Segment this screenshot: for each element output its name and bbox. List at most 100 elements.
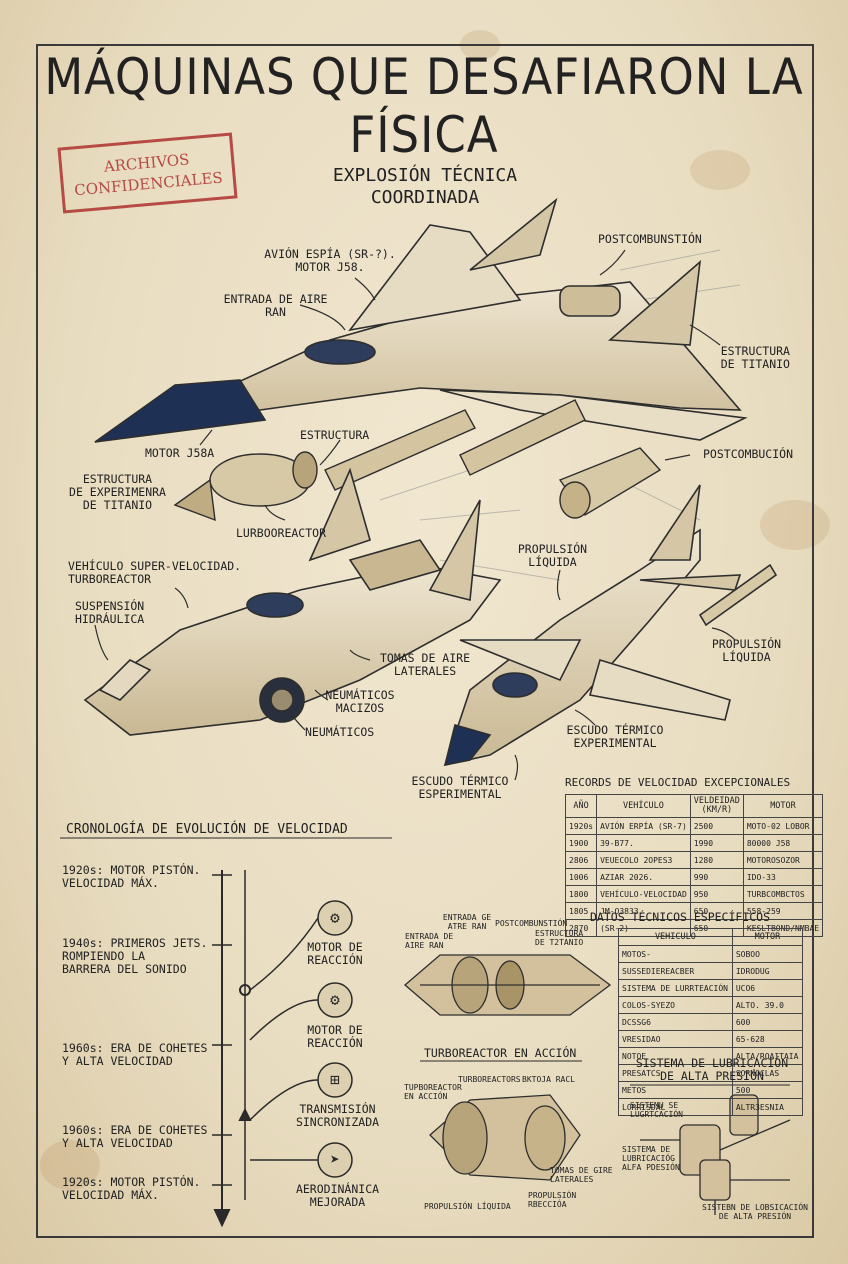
turbo-label: TUPBOREACTOR EN ACCIÓN <box>404 1083 462 1101</box>
records-cell: MOTO-02 LOBOR <box>742 817 824 835</box>
timeline-icon-label: MOTOR DE REACCIÓN <box>307 940 363 967</box>
label-postcombucion: POSTCOMBUCIÓN <box>703 447 794 461</box>
records-cell: 1800 <box>564 885 598 903</box>
engine-label: POSTCOMBUNSTIÓN <box>495 919 568 928</box>
records-cell: AZIAR 2026. <box>596 868 691 886</box>
engine-label: ESTRUCTURA DE T2TANIO <box>535 929 584 947</box>
turbo-title: TURBOREACTOR EN ACCIÓN <box>424 1046 577 1060</box>
stain <box>690 150 750 190</box>
records-cell: 1006 <box>564 868 598 886</box>
records-cell: 1900 <box>564 834 598 852</box>
records-cell: 2806 <box>564 851 598 869</box>
poster-frame <box>36 44 814 1238</box>
records-cell: 1920s <box>564 817 598 835</box>
super-velocity-car-illustration <box>83 467 502 736</box>
records-header-cell: AÑO <box>564 794 598 818</box>
lube-label: SISTEMA DE LUBRICACIÓG ALFA PDESIÓN <box>622 1145 680 1172</box>
timeline-entry: 1920s: MOTOR PISTÓN. VELOCIDAD MÁX. <box>62 863 201 890</box>
records-cell: IDO-33 <box>742 868 824 886</box>
records-table: AÑO VEHÍCULO VELDEIDAD (KM/R) MOTOR 1920… <box>564 794 824 937</box>
rocket-plane-illustration <box>443 484 778 767</box>
records-cell: VEHÍCULO-VELOCIDAD <box>596 885 691 903</box>
tech-table: VEHICULO MOTOR MOTOS-SOBOO SUSSEDIEREACB… <box>618 928 804 1116</box>
tech-cell: ALTO. 39.0 <box>731 996 804 1014</box>
tech-cell: 500 <box>731 1081 804 1099</box>
lubrication-diagram <box>640 1094 791 1215</box>
lube-title: SISTEMA DE LUBRICACIÓN DE ALTA PRESIÓN <box>635 1056 789 1083</box>
records-cell: 2870 <box>564 919 598 937</box>
engine-label: ENTRADA GE ATRE RAN <box>442 913 492 931</box>
tech-cell: METOS <box>618 1081 733 1099</box>
tech-cell: SOBOO <box>731 945 804 963</box>
records-title: RECORDS DE VELOCIDAD EXCEPCIONALES <box>565 776 791 789</box>
label-neumaticos-macizos: NEUMÁTICOS MACIZOS <box>325 688 395 715</box>
tech-header-row: VEHICULO MOTOR <box>618 928 804 946</box>
tech-cell: ALTR3ESNIA <box>731 1098 804 1116</box>
tech-cell: 65-628 <box>731 1030 804 1048</box>
label-escudo-termico: ESCUDO TÉRMICO EXPERIMENTAL <box>566 723 664 750</box>
header-line1: EXPLOSIÓN TÉCNICA <box>332 165 518 186</box>
tech-cell: VRESIDAO <box>618 1030 733 1048</box>
timeline-entry: 1920s: MOTOR PISTÓN. VELOCIDAD MÁX. <box>62 1175 201 1202</box>
lube-label: SISTEMU SE LUGRTCACIÓN <box>630 1101 683 1119</box>
transmission-icon: ⊞ <box>330 1070 340 1089</box>
records-cell: 1990 <box>689 834 744 852</box>
label-neumaticos: NEUMÁTICOS <box>305 725 375 739</box>
label-estructura-titanio: ESTRUCTURA DE TITANIO <box>720 344 790 371</box>
turbojet-engine-illustration <box>173 451 318 522</box>
label-avion-espia: AVIÓN ESPÍA (SR-?). MOTOR J58. <box>264 247 396 274</box>
records-cell: 1280 <box>689 851 744 869</box>
section-header: EXPLOSIÓN TÉCNICA COORDINADA <box>290 165 560 209</box>
spy-plane-illustration <box>94 197 748 443</box>
timeline-icon-label: AERODINÁNICA MEJORADA <box>295 1182 380 1209</box>
label-suspension: SUSPENSIÓN HIDRÁULICA <box>75 599 145 626</box>
tech-cell: IDRODUG <box>731 962 804 980</box>
engine-icon: ⚙ <box>330 908 340 927</box>
stain <box>40 1140 100 1190</box>
label-vehiculo-super: VEHÍCULO SUPER-VELOCIDAD. TURBOREACTOR <box>68 559 242 586</box>
timeline-axis <box>212 870 252 1228</box>
turbo-label: PROPULSIÓN RBECCIÓA <box>528 1191 577 1209</box>
tech-cell: SUSSEDIEREACBER <box>618 962 733 980</box>
timeline-icon-label: TRANSMISIÓN SINCRONIZADA <box>295 1102 380 1129</box>
records-cell: TURBCOMBCTOS <box>742 885 824 903</box>
turbo-label: TOMAS DE GIRE LATERALES <box>550 1166 613 1184</box>
records-cell: 2500 <box>689 817 744 835</box>
turbojet-action-diagram <box>429 1094 581 1181</box>
label-entrada-aire: ENTRADA DE AIRE RAN <box>223 292 328 319</box>
label-postcombunstion: POSTCOMBUNSTIÓN <box>598 232 702 246</box>
records-header-cell: VEHÍCULO <box>596 794 691 818</box>
header-line2: COORDINADA <box>370 187 480 208</box>
records-cell: AVIÓN ERPÍA (SR-7) <box>596 817 691 835</box>
label-propulsion-liquida: PROPULSIÓN LÍQUIDA <box>517 542 588 569</box>
timeline-entry: 1960s: ERA DE COHETES Y ALTA VELOCIDAD <box>62 1123 208 1150</box>
records-cell: 39-B77. <box>596 834 691 852</box>
label-estructura-experimenra: ESTRUCTURA DE EXPERIMENRA DE TITANIO <box>69 472 166 512</box>
tech-cell: DCSSG6 <box>618 1013 733 1031</box>
structure-beams <box>324 399 586 491</box>
label-escudo-termico: ESCUDO TÉRMICO ESPERIMENTAL <box>411 774 509 801</box>
engine-cutaway-diagram <box>404 954 612 1016</box>
engine-label: ENTRADA DE AIRE RAN <box>405 932 454 950</box>
records-cell: 950 <box>689 885 744 903</box>
tech-header-cell: VEHICULO <box>618 928 733 946</box>
timeline-title: CRONOLOGÍA DE EVOLUCIÓN DE VELOCIDAD <box>66 822 348 837</box>
poster-title: MÁQUINAS QUE DESAFIARON LA FÍSICA <box>44 48 804 164</box>
tech-cell: UCO6 <box>731 979 804 997</box>
records-cell: VEUECOLO 2OPES3 <box>596 851 691 869</box>
records-cell: MOTOROSOZOR <box>742 851 824 869</box>
records-cell: 1805 <box>564 902 598 920</box>
stain <box>760 500 830 550</box>
